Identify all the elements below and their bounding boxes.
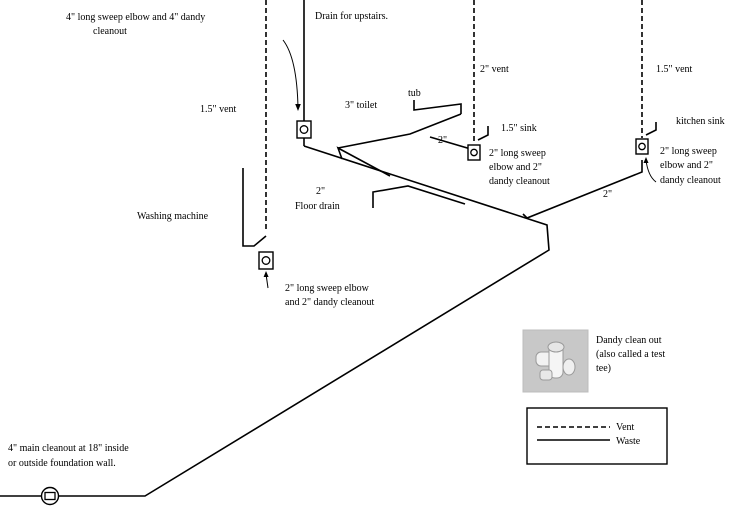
cleanout-2in-right — [635, 138, 649, 155]
label-toilet: 3" toilet — [345, 100, 377, 111]
label-2in-cleanout-center-3: dandy cleanout — [489, 176, 550, 187]
kitchen-sink-trap — [645, 122, 657, 136]
label-tub: tub — [408, 88, 421, 99]
legend-box — [526, 407, 668, 465]
label-2in-cleanout-left-1: 2" long sweep elbow — [285, 283, 370, 294]
label-pipe-2in-a: 2" — [438, 135, 447, 146]
label-2in-cleanout-right-3: dandy cleanout — [660, 175, 721, 186]
legend-waste-label: Waste — [616, 436, 641, 447]
dandy-cleanout-photo — [522, 329, 589, 393]
washing-machine-standpipe — [242, 168, 267, 247]
label-main-cleanout-1: 4" main cleanout at 18" inside — [8, 443, 129, 454]
kitchen-waste-run — [522, 160, 643, 219]
label-dandy-2: (also called a test — [596, 349, 665, 360]
sink-trap — [477, 126, 489, 141]
arrow-head-icon — [263, 271, 269, 277]
label-dandy-3: tee) — [596, 363, 611, 374]
toilet-tub-line — [337, 113, 462, 149]
label-floor-drain-2: Floor drain — [295, 201, 340, 212]
label-floor-drain-1: 2" — [316, 186, 325, 197]
label-2in-cleanout-left-2: and 2" dandy cleanout — [285, 297, 375, 308]
label-pipe-2in-b: 2" — [603, 189, 612, 200]
legend: Vent Waste — [526, 407, 668, 465]
label-main-cleanout-2: or outside foundation wall. — [8, 458, 116, 469]
label-vent-15-left: 1.5" vent — [200, 104, 237, 115]
pointer-arrows — [265, 39, 657, 289]
arrow-heads — [263, 104, 649, 277]
pointer-4in-cleanout — [282, 39, 299, 109]
cleanout-2in-left — [258, 251, 274, 270]
main-waste-run — [0, 145, 550, 497]
floor-drain-branch — [372, 185, 466, 208]
toilet-branch — [336, 146, 391, 177]
label-vent-2in: 2" vent — [480, 64, 509, 75]
main-cleanout-fitting — [40, 486, 60, 506]
label-drain-upstairs: Drain for upstairs. — [315, 11, 388, 22]
label-sink: 1.5" sink — [501, 123, 537, 134]
cleanout-2in-center — [467, 144, 481, 161]
label-4in-cleanout-line2: cleanout — [93, 26, 127, 37]
label-kitchen-sink: kitchen sink — [676, 116, 725, 127]
tub-trap — [413, 100, 462, 114]
cleanout-4in-upper — [296, 120, 312, 139]
label-vent-15-right: 1.5" vent — [656, 64, 693, 75]
label-2in-cleanout-center-2: elbow and 2" — [489, 162, 542, 173]
label-2in-cleanout-right-2: elbow and 2" — [660, 160, 713, 171]
arrow-head-icon — [295, 104, 301, 111]
label-washing-machine: Washing machine — [137, 211, 209, 222]
vent-lines — [265, 0, 643, 232]
arrow-head-icon — [643, 157, 649, 163]
pointer-right-cleanout — [645, 159, 657, 183]
label-dandy-1: Dandy clean out — [596, 335, 662, 346]
legend-vent-label: Vent — [616, 422, 635, 433]
label-2in-cleanout-right-1: 2" long sweep — [660, 146, 717, 157]
label-2in-cleanout-center-1: 2" long sweep — [489, 148, 546, 159]
label-4in-cleanout-line1: 4" long sweep elbow and 4" dandy — [66, 12, 205, 23]
